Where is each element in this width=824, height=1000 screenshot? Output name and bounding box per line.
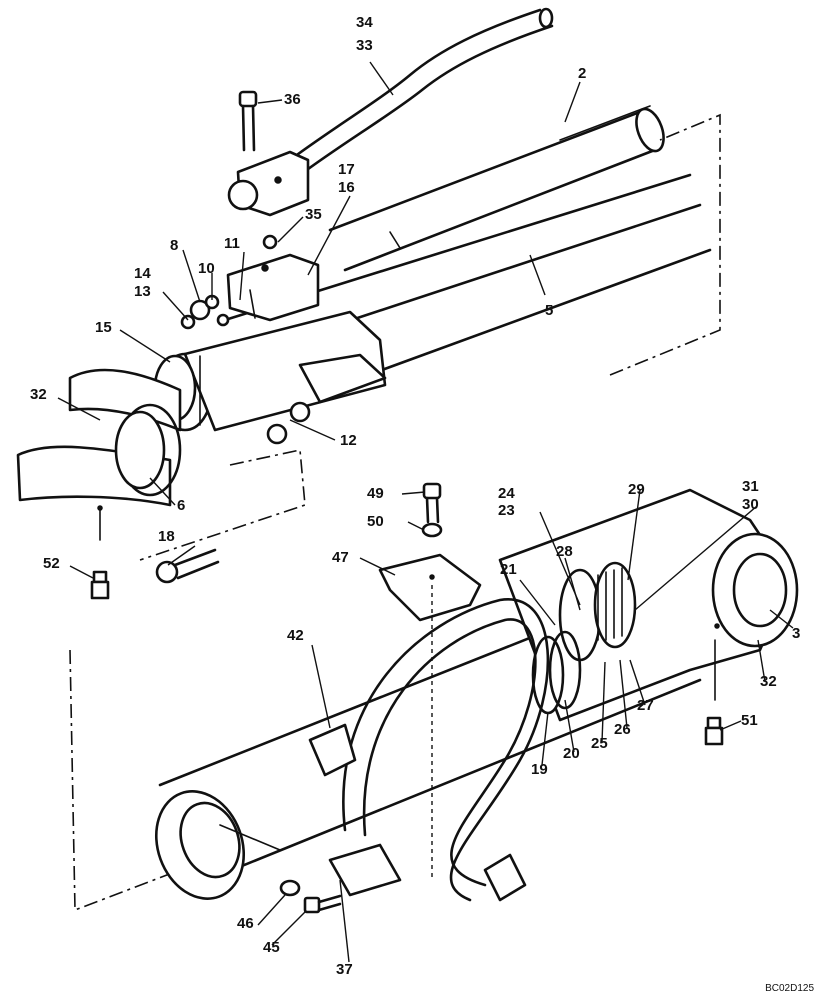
- clamp-plate-47: [378, 553, 482, 880]
- callout-46: 46: [237, 915, 254, 932]
- callout-32-lower: 32: [760, 673, 777, 690]
- leader-lines: [57, 61, 794, 963]
- grease-nipple-52: [90, 570, 110, 600]
- bolt-36: [238, 90, 258, 152]
- bracket-37-42: [308, 723, 402, 897]
- callout-29: 29: [628, 481, 645, 498]
- callout-15: 15: [95, 319, 112, 336]
- rod-end-cap-6: [16, 368, 182, 541]
- callout-21: 21: [500, 561, 517, 578]
- rod-2: [328, 105, 665, 272]
- pipe-33-34: [288, 7, 554, 177]
- head-housing-3: [498, 488, 799, 722]
- callout-25: 25: [591, 735, 608, 752]
- phantom-line-lower-left: [69, 649, 181, 912]
- callout-6: 6: [177, 497, 186, 514]
- callout-37: 37: [336, 961, 353, 978]
- callout-51: 51: [741, 712, 758, 729]
- callout-35: 35: [305, 206, 322, 223]
- callout-14: 14: [134, 265, 151, 282]
- callout-33: 33: [356, 37, 373, 54]
- callout-30: 30: [742, 496, 759, 513]
- fittings-12: [266, 353, 387, 445]
- callout-24: 24: [498, 485, 515, 502]
- bolt-45: [279, 879, 342, 914]
- callout-17: 17: [338, 161, 355, 178]
- callout-13: 13: [134, 283, 151, 300]
- callout-36: 36: [284, 91, 301, 108]
- phantom-line-upper-right: [609, 113, 721, 376]
- callout-8: 8: [170, 237, 179, 254]
- callout-16: 16: [338, 179, 355, 196]
- callout-18: 18: [158, 528, 175, 545]
- bolt-49: [421, 482, 443, 538]
- callout-11: 11: [224, 235, 240, 252]
- phantom-line-upper-left: [139, 449, 306, 561]
- fittings-8-10-13-14: [180, 294, 230, 330]
- grease-nipple-51: [704, 716, 724, 746]
- callout-42: 42: [287, 627, 304, 644]
- callout-26: 26: [614, 721, 631, 738]
- callout-20: 20: [563, 745, 580, 762]
- callout-10: 10: [198, 260, 215, 277]
- callout-5: 5: [545, 302, 554, 319]
- callout-2: 2: [578, 65, 587, 82]
- callout-47: 47: [332, 549, 349, 566]
- callout-23: 23: [498, 502, 515, 519]
- callout-50: 50: [367, 513, 384, 530]
- hose-loop: [342, 598, 550, 902]
- callout-27: 27: [637, 697, 654, 714]
- callout-52: 52: [43, 555, 60, 572]
- callout-31: 31: [742, 478, 759, 495]
- bolt-18: [155, 548, 220, 584]
- drawing-code: BC02D125: [765, 983, 814, 994]
- barrel: [154, 608, 702, 900]
- callout-32-upper: 32: [30, 386, 47, 403]
- callout-49: 49: [367, 485, 384, 502]
- callout-28: 28: [556, 543, 573, 560]
- callout-34: 34: [356, 14, 373, 31]
- callout-12: 12: [340, 432, 357, 449]
- callout-19: 19: [531, 761, 548, 778]
- callout-45: 45: [263, 939, 280, 956]
- clamp-housing-36: [227, 150, 310, 250]
- callout-3: 3: [792, 625, 801, 642]
- piston-internals: [531, 561, 637, 715]
- clamp-block-16-17: [226, 253, 320, 322]
